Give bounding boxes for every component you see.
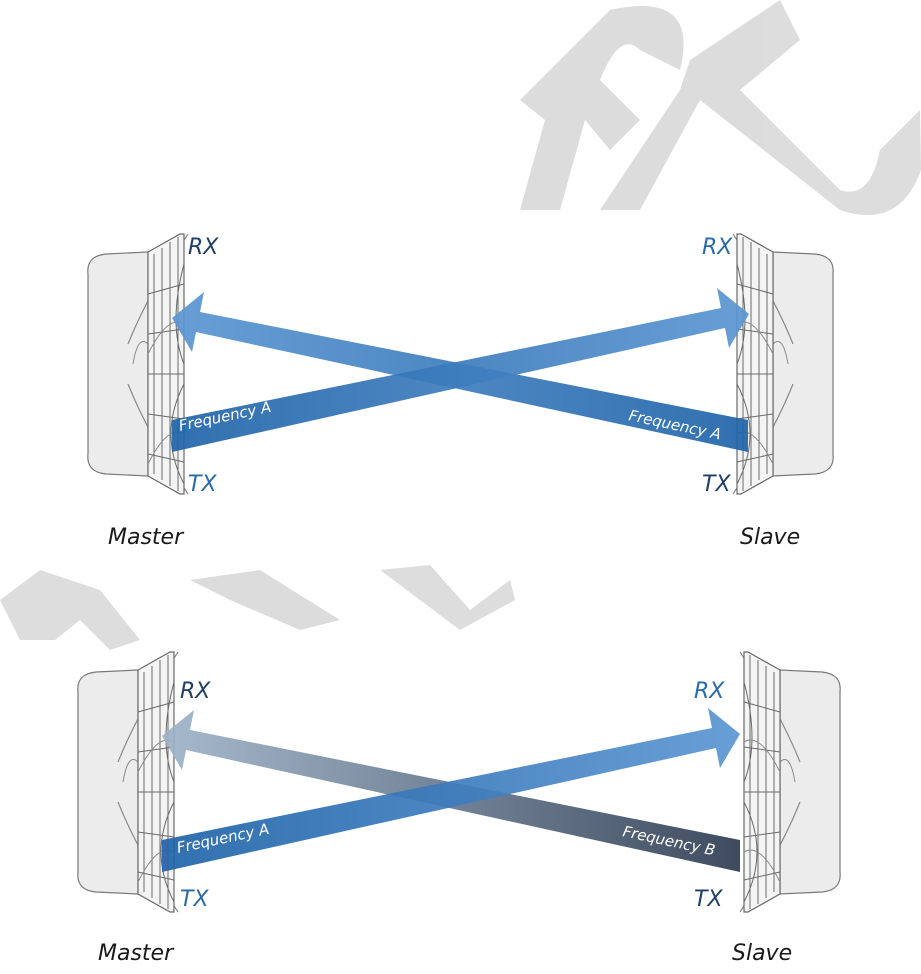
watermark — [0, 0, 921, 650]
beam-master-to-slave — [172, 288, 749, 452]
master-label: Master — [108, 525, 185, 550]
master-rx-label: RX — [180, 679, 211, 704]
master-tx-label: TX — [188, 472, 217, 497]
master-tx-label: TX — [180, 887, 209, 912]
slave-rx-label: RX — [694, 679, 725, 704]
slave-label: Slave — [740, 525, 800, 550]
diagram-1: Frequency A Frequency A RX TX RX TX Mast… — [87, 233, 834, 550]
master-label: Master — [98, 941, 175, 966]
slave-label: Slave — [732, 941, 792, 966]
master-antenna-icon — [77, 651, 179, 913]
slave-antenna-icon — [732, 233, 834, 495]
beam-master-to-slave — [162, 708, 740, 872]
slave-rx-label: RX — [702, 235, 733, 260]
diagram-2: Frequency A Frequency B RX TX RX TX Mast… — [77, 651, 841, 966]
slave-antenna-icon — [739, 651, 841, 913]
slave-tx-label: TX — [702, 472, 731, 497]
slave-tx-label: TX — [694, 887, 723, 912]
master-rx-label: RX — [188, 235, 219, 260]
master-antenna-icon — [87, 233, 189, 495]
